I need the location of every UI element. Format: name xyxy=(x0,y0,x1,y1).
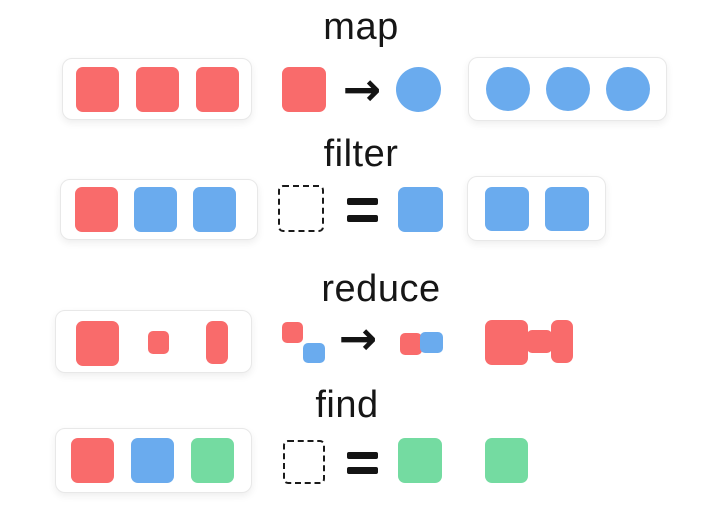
equals-bar xyxy=(347,198,378,205)
red-square xyxy=(71,438,114,483)
find-input-array-box xyxy=(55,428,252,493)
arrow-icon: → xyxy=(338,311,378,365)
blue-square xyxy=(131,438,174,483)
reduce-input-array-box xyxy=(55,310,252,373)
blue-square xyxy=(545,186,589,231)
green-square-result xyxy=(485,438,528,483)
red-large-square xyxy=(76,321,119,366)
blue-circle xyxy=(606,67,650,111)
blue-square xyxy=(193,187,236,232)
equals-icon xyxy=(347,198,378,222)
red-small-square xyxy=(282,322,303,343)
blue-square xyxy=(398,187,443,232)
blue-circle xyxy=(396,67,441,112)
equals-bar xyxy=(347,467,378,474)
red-square xyxy=(136,66,179,112)
blue-square xyxy=(485,186,529,231)
reduce-label: reduce xyxy=(321,268,441,310)
filter-input-array-box xyxy=(60,179,258,240)
map-output-array-box xyxy=(468,57,667,121)
blue-circle xyxy=(486,67,530,111)
merged-shape-connector xyxy=(527,330,552,353)
merged-shape-large-square xyxy=(485,320,528,365)
red-tall-rect xyxy=(206,321,228,364)
find-label: find xyxy=(315,384,379,426)
red-small-square xyxy=(148,331,169,354)
equals-bar xyxy=(347,452,378,459)
dashed-square-icon xyxy=(278,185,324,232)
map-input-array-box xyxy=(62,58,252,120)
green-square xyxy=(191,438,234,483)
red-square xyxy=(196,66,239,112)
green-square xyxy=(398,438,442,483)
filter-output-array-box xyxy=(467,176,606,241)
equals-bar xyxy=(347,215,378,222)
blue-small-square xyxy=(303,343,325,363)
map-label: map xyxy=(323,6,399,48)
blue-small-square xyxy=(420,332,443,353)
red-small-square xyxy=(400,333,422,355)
equals-icon xyxy=(347,452,378,474)
arrow-icon: → xyxy=(342,62,382,116)
blue-square xyxy=(134,187,177,232)
red-square xyxy=(76,66,119,112)
merged-shape-tall-rect xyxy=(551,320,573,363)
red-square xyxy=(75,187,118,232)
blue-circle xyxy=(546,67,590,111)
red-square xyxy=(282,67,326,112)
filter-label: filter xyxy=(323,133,399,175)
dashed-square-icon xyxy=(283,440,325,484)
